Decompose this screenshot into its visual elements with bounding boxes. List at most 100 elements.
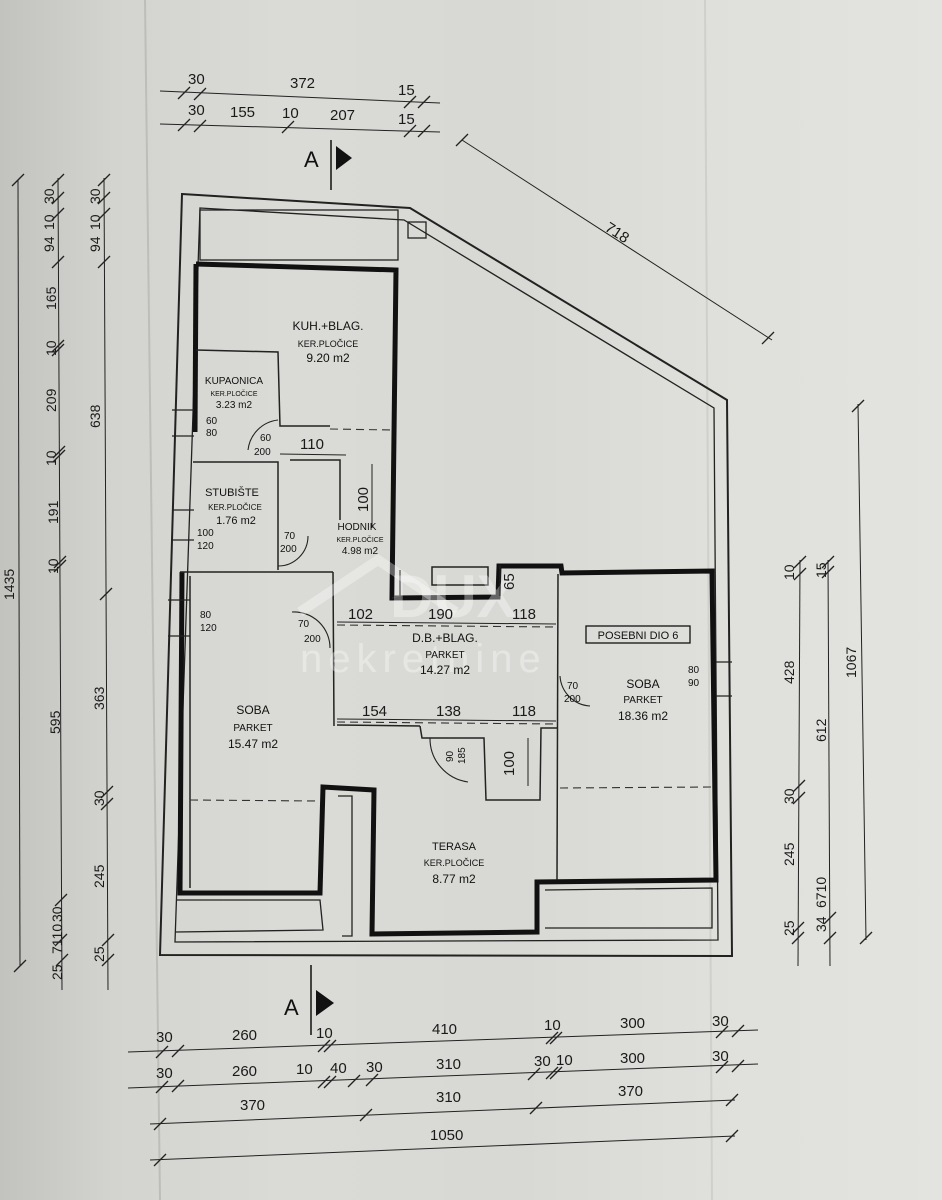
section-letter: A xyxy=(284,995,299,1020)
dim-label: 30 xyxy=(712,1013,729,1030)
opening-label: 200 xyxy=(280,544,297,555)
dim-label: 30 xyxy=(712,1048,729,1065)
room-kuh: KUH.+BLAG. KER.PLOČICE 9.20 m2 xyxy=(292,319,363,365)
dim-label: 370 xyxy=(618,1083,643,1100)
dim-label: 1435 xyxy=(1,569,17,600)
room-db: D.B.+BLAG. PARKET 14.27 m2 xyxy=(412,631,478,677)
dim-label: 310 xyxy=(436,1089,461,1106)
room-floor: PARKET xyxy=(233,723,272,734)
paper-fold xyxy=(144,0,161,1200)
dim-label: 260 xyxy=(232,1063,257,1080)
balcony-bottom xyxy=(175,795,713,937)
room-area: 18.36 m2 xyxy=(618,709,668,723)
room-area: 1.76 m2 xyxy=(216,515,256,527)
dim-label: 10 xyxy=(282,105,299,122)
room-name: HODNIK xyxy=(338,522,377,533)
dim-label: 10 xyxy=(43,340,59,356)
opening-label: 80 xyxy=(688,665,700,676)
top-dims: 30 372 15 30 155 10 207 15 718 xyxy=(159,71,773,341)
dim-label: 15 xyxy=(398,82,415,99)
opening-label: 100 xyxy=(197,528,214,539)
opening-label: 90 xyxy=(688,678,700,689)
room-name: STUBIŠTE xyxy=(205,486,259,499)
opening-label: 80 xyxy=(206,428,218,439)
room-floor: KER.PLOČICE xyxy=(298,339,359,349)
room-name: SOBA xyxy=(626,677,659,691)
room-area: 15.47 m2 xyxy=(228,737,278,751)
paper-fold xyxy=(704,0,713,1200)
dim-label: 372 xyxy=(290,75,315,92)
dim-label: 10 xyxy=(316,1025,333,1042)
room-area: 9.20 m2 xyxy=(306,351,350,365)
dim-label: 25 xyxy=(49,964,65,980)
dim-label: 102 xyxy=(348,606,373,623)
dim-label: 6710 xyxy=(813,877,829,908)
dim-label: 209 xyxy=(43,388,59,412)
opening-labels: 60 80 60 200 100 120 70 200 80 120 70 20… xyxy=(197,416,700,764)
room-soba-left: SOBA PARKET 15.47 m2 xyxy=(228,703,278,751)
room-floor: KER.PLOČICE xyxy=(336,535,383,544)
dim-label: 110 xyxy=(300,436,324,453)
dim-label: 40 xyxy=(330,1060,347,1077)
inner-walls xyxy=(177,261,719,937)
opening-label: 120 xyxy=(200,623,217,634)
opening-label: 200 xyxy=(564,694,581,705)
opening-label: 60 xyxy=(260,433,272,444)
room-floor: KER.PLOČICE xyxy=(424,858,485,868)
room-stubiste: STUBIŠTE KER.PLOČICE 1.76 m2 xyxy=(205,486,262,527)
dim-label: 30 xyxy=(41,188,57,204)
dim-label: 30 xyxy=(366,1059,383,1076)
window-marks xyxy=(168,409,732,697)
dim-label: 30 xyxy=(87,188,103,204)
opening-label: 80 xyxy=(200,610,212,621)
partitions xyxy=(180,349,559,888)
dim-label: 190 xyxy=(428,606,453,623)
dim-label: 245 xyxy=(781,842,797,866)
opening-label: 60 xyxy=(206,416,218,427)
dim-label: 65 xyxy=(501,573,518,590)
room-floor: PARKET xyxy=(623,695,662,706)
room-floor: KER.PLOČICE xyxy=(208,503,262,512)
dim-label: 10 xyxy=(781,564,797,580)
dim-label: 10 xyxy=(45,558,61,574)
dim-label: 154 xyxy=(362,703,387,720)
dashed-lines xyxy=(189,428,713,802)
dim-label: 718 xyxy=(602,219,632,247)
dim-label: 612 xyxy=(813,718,829,742)
left-dim-lines xyxy=(17,177,109,991)
room-name: KUPAONICA xyxy=(205,376,263,387)
dim-label: 118 xyxy=(512,606,536,623)
interior-dims: 110 100 102 190 118 65 154 138 118 100 xyxy=(300,436,536,776)
room-kupaonica: KUPAONICA KER.PLOČICE 3.23 m2 xyxy=(205,376,263,411)
right-dim-lines xyxy=(797,403,867,967)
dim-label: 15 xyxy=(398,111,415,128)
section-letter: A xyxy=(304,147,319,172)
dim-label: 30 xyxy=(156,1029,173,1046)
dim-label: 10 xyxy=(43,450,59,466)
opening-label: 70 xyxy=(567,681,579,692)
dim-label: 410 xyxy=(432,1021,457,1038)
dim-label: 30 xyxy=(781,788,797,804)
dim-label: 25 xyxy=(781,920,797,936)
dim-label: 370 xyxy=(240,1097,265,1114)
room-name: D.B.+BLAG. xyxy=(412,631,478,645)
dim-label: 25 xyxy=(91,946,107,962)
room-floor: KER.PLOČICE xyxy=(210,389,257,398)
room-terasa: TERASA KER.PLOČICE 8.77 m2 xyxy=(424,841,485,886)
room-name: TERASA xyxy=(432,841,477,853)
section-marker-top: A xyxy=(304,140,352,190)
bottom-dim-labels: 30 260 10 410 10 300 30 30 260 10 40 30 … xyxy=(156,1013,729,1144)
opening-label: 185 xyxy=(457,747,468,764)
opening-label: 70 xyxy=(298,619,310,630)
right-dims: 10 428 612 30 245 25 15 34 6710 1067 xyxy=(781,562,859,936)
room-area: 3.23 m2 xyxy=(216,400,253,411)
opening-label: 70 xyxy=(284,531,296,542)
dim-label: 10 xyxy=(544,1017,561,1034)
dim-label: 428 xyxy=(781,660,797,684)
dim-label: 94 xyxy=(87,236,103,252)
dim-label: 310 xyxy=(436,1056,461,1073)
dim-label: 100 xyxy=(501,751,518,776)
dim-label: 1067 xyxy=(843,647,859,678)
dim-label: 191 xyxy=(45,500,61,524)
